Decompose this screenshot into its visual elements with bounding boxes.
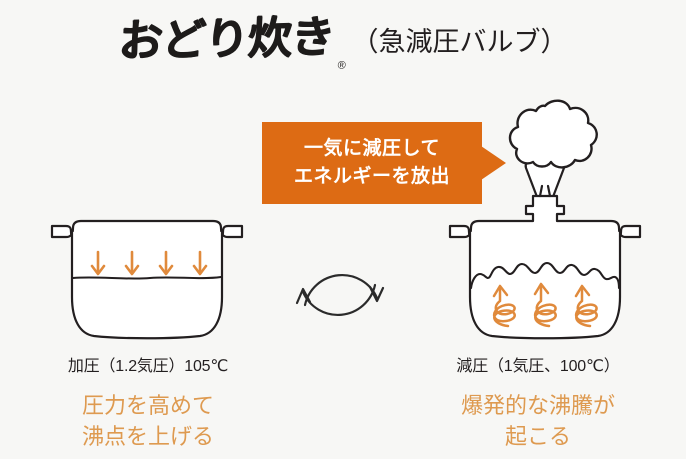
left-caption-heading: 加圧（1.2気圧）105℃ bbox=[67, 358, 229, 375]
right-caption-body: 爆発的な沸騰が 起こる bbox=[388, 390, 686, 452]
pressure-arrows-group bbox=[90, 250, 208, 276]
cycle-arrowhead-left bbox=[295, 287, 312, 305]
callout-balloon: 一気に減圧して エネルギーを放出 bbox=[262, 122, 506, 204]
boiling-spiral-3 bbox=[574, 284, 598, 328]
title-row: おどり炊き ® （急減圧バルブ） bbox=[0, 12, 686, 72]
registered-trademark-icon: ® bbox=[336, 59, 345, 72]
pressure-arrow-3 bbox=[158, 250, 174, 276]
boiling-surface-wave bbox=[469, 261, 621, 290]
right-pot-figure bbox=[420, 92, 670, 352]
left-caption-line-2: 沸点を上げる bbox=[81, 424, 214, 450]
left-caption-body: 圧力を高めて 沸点を上げる bbox=[0, 390, 298, 452]
left-caption-block: 加圧（1.2気圧）105℃ 圧力を高めて 沸点を上げる bbox=[0, 352, 298, 452]
boiling-spirals-group bbox=[492, 282, 598, 328]
valve-nozzle-icon bbox=[538, 184, 552, 198]
callout-line-1: 一気に減圧して bbox=[304, 138, 440, 160]
brand-logo: おどり炊き ® bbox=[117, 12, 344, 72]
pressure-arrow-4 bbox=[192, 250, 208, 276]
cycle-arc-bottom bbox=[301, 283, 377, 316]
right-caption-block: 減圧（1気圧、100℃） 爆発的な沸騰が 起こる bbox=[388, 352, 686, 452]
callout-line-2: エネルギーを放出 bbox=[293, 166, 450, 187]
boiling-spiral-1 bbox=[492, 284, 516, 328]
title-subtitle: （急減圧バルブ） bbox=[351, 27, 568, 57]
left-pot-svg bbox=[50, 219, 244, 340]
steam-cloud-shape bbox=[508, 99, 598, 169]
right-caption-line-1: 爆発的な沸騰が bbox=[460, 393, 615, 418]
left-caption-line-1: 圧力を高めて bbox=[81, 393, 214, 418]
right-caption-heading: 減圧（1気圧、100℃） bbox=[456, 358, 620, 375]
brand-logo-text: おどり炊き bbox=[117, 11, 335, 68]
boiling-spiral-2 bbox=[533, 282, 557, 328]
cycle-arc-top bbox=[303, 274, 379, 307]
pressure-arrow-2 bbox=[124, 250, 140, 276]
callout-tail-arrow-icon bbox=[481, 146, 506, 180]
callout-box: 一気に減圧して エネルギーを放出 bbox=[262, 122, 482, 204]
pot-bowl-shape bbox=[70, 230, 224, 340]
right-caption-line-2: 起こる bbox=[504, 424, 571, 450]
cycle-arrows-figure bbox=[288, 243, 392, 347]
water-surface-line bbox=[72, 276, 222, 280]
right-pot-svg bbox=[448, 99, 642, 340]
left-pot-figure bbox=[22, 212, 272, 352]
cycle-arrows-svg bbox=[295, 274, 385, 316]
pressure-arrow-1 bbox=[90, 250, 106, 276]
